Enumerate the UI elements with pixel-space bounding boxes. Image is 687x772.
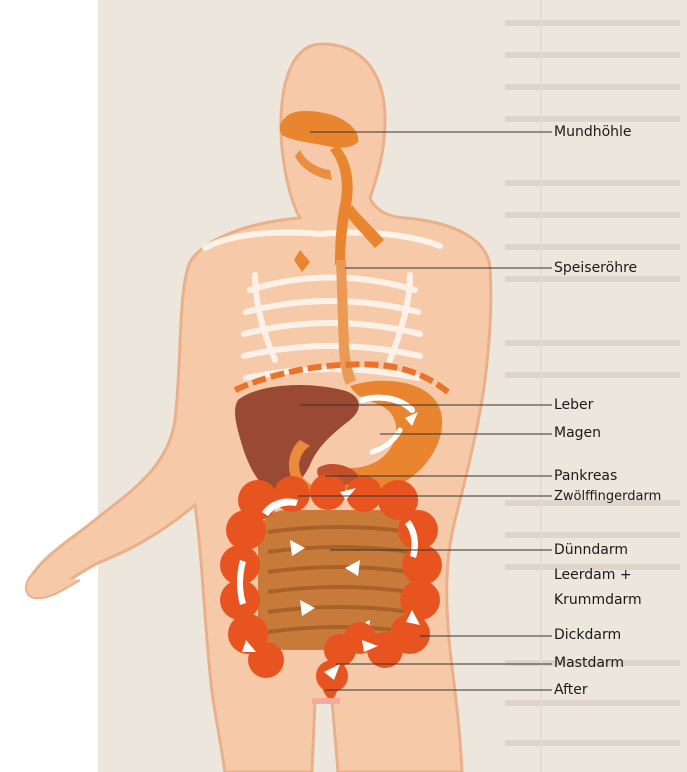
label-small-intestine-1: Dünndarm <box>554 542 628 559</box>
label-esophagus: Speiseröhre <box>554 260 637 277</box>
label-anus: After <box>554 682 588 699</box>
label-pancreas: Pankreas <box>554 468 617 485</box>
label-stomach: Magen <box>554 425 601 442</box>
label-mouth: Mundhöhle <box>554 124 632 141</box>
label-rectum: Mastdarm <box>554 655 624 672</box>
label-duodenum: Zwölffingerdarm <box>554 488 661 505</box>
label-colon: Dickdarm <box>554 627 621 644</box>
label-small-intestine-2: Leerdam + <box>554 567 632 584</box>
label-small-intestine-3: Krummdarm <box>554 592 642 609</box>
label-liver: Leber <box>554 397 593 414</box>
anus <box>312 698 340 704</box>
